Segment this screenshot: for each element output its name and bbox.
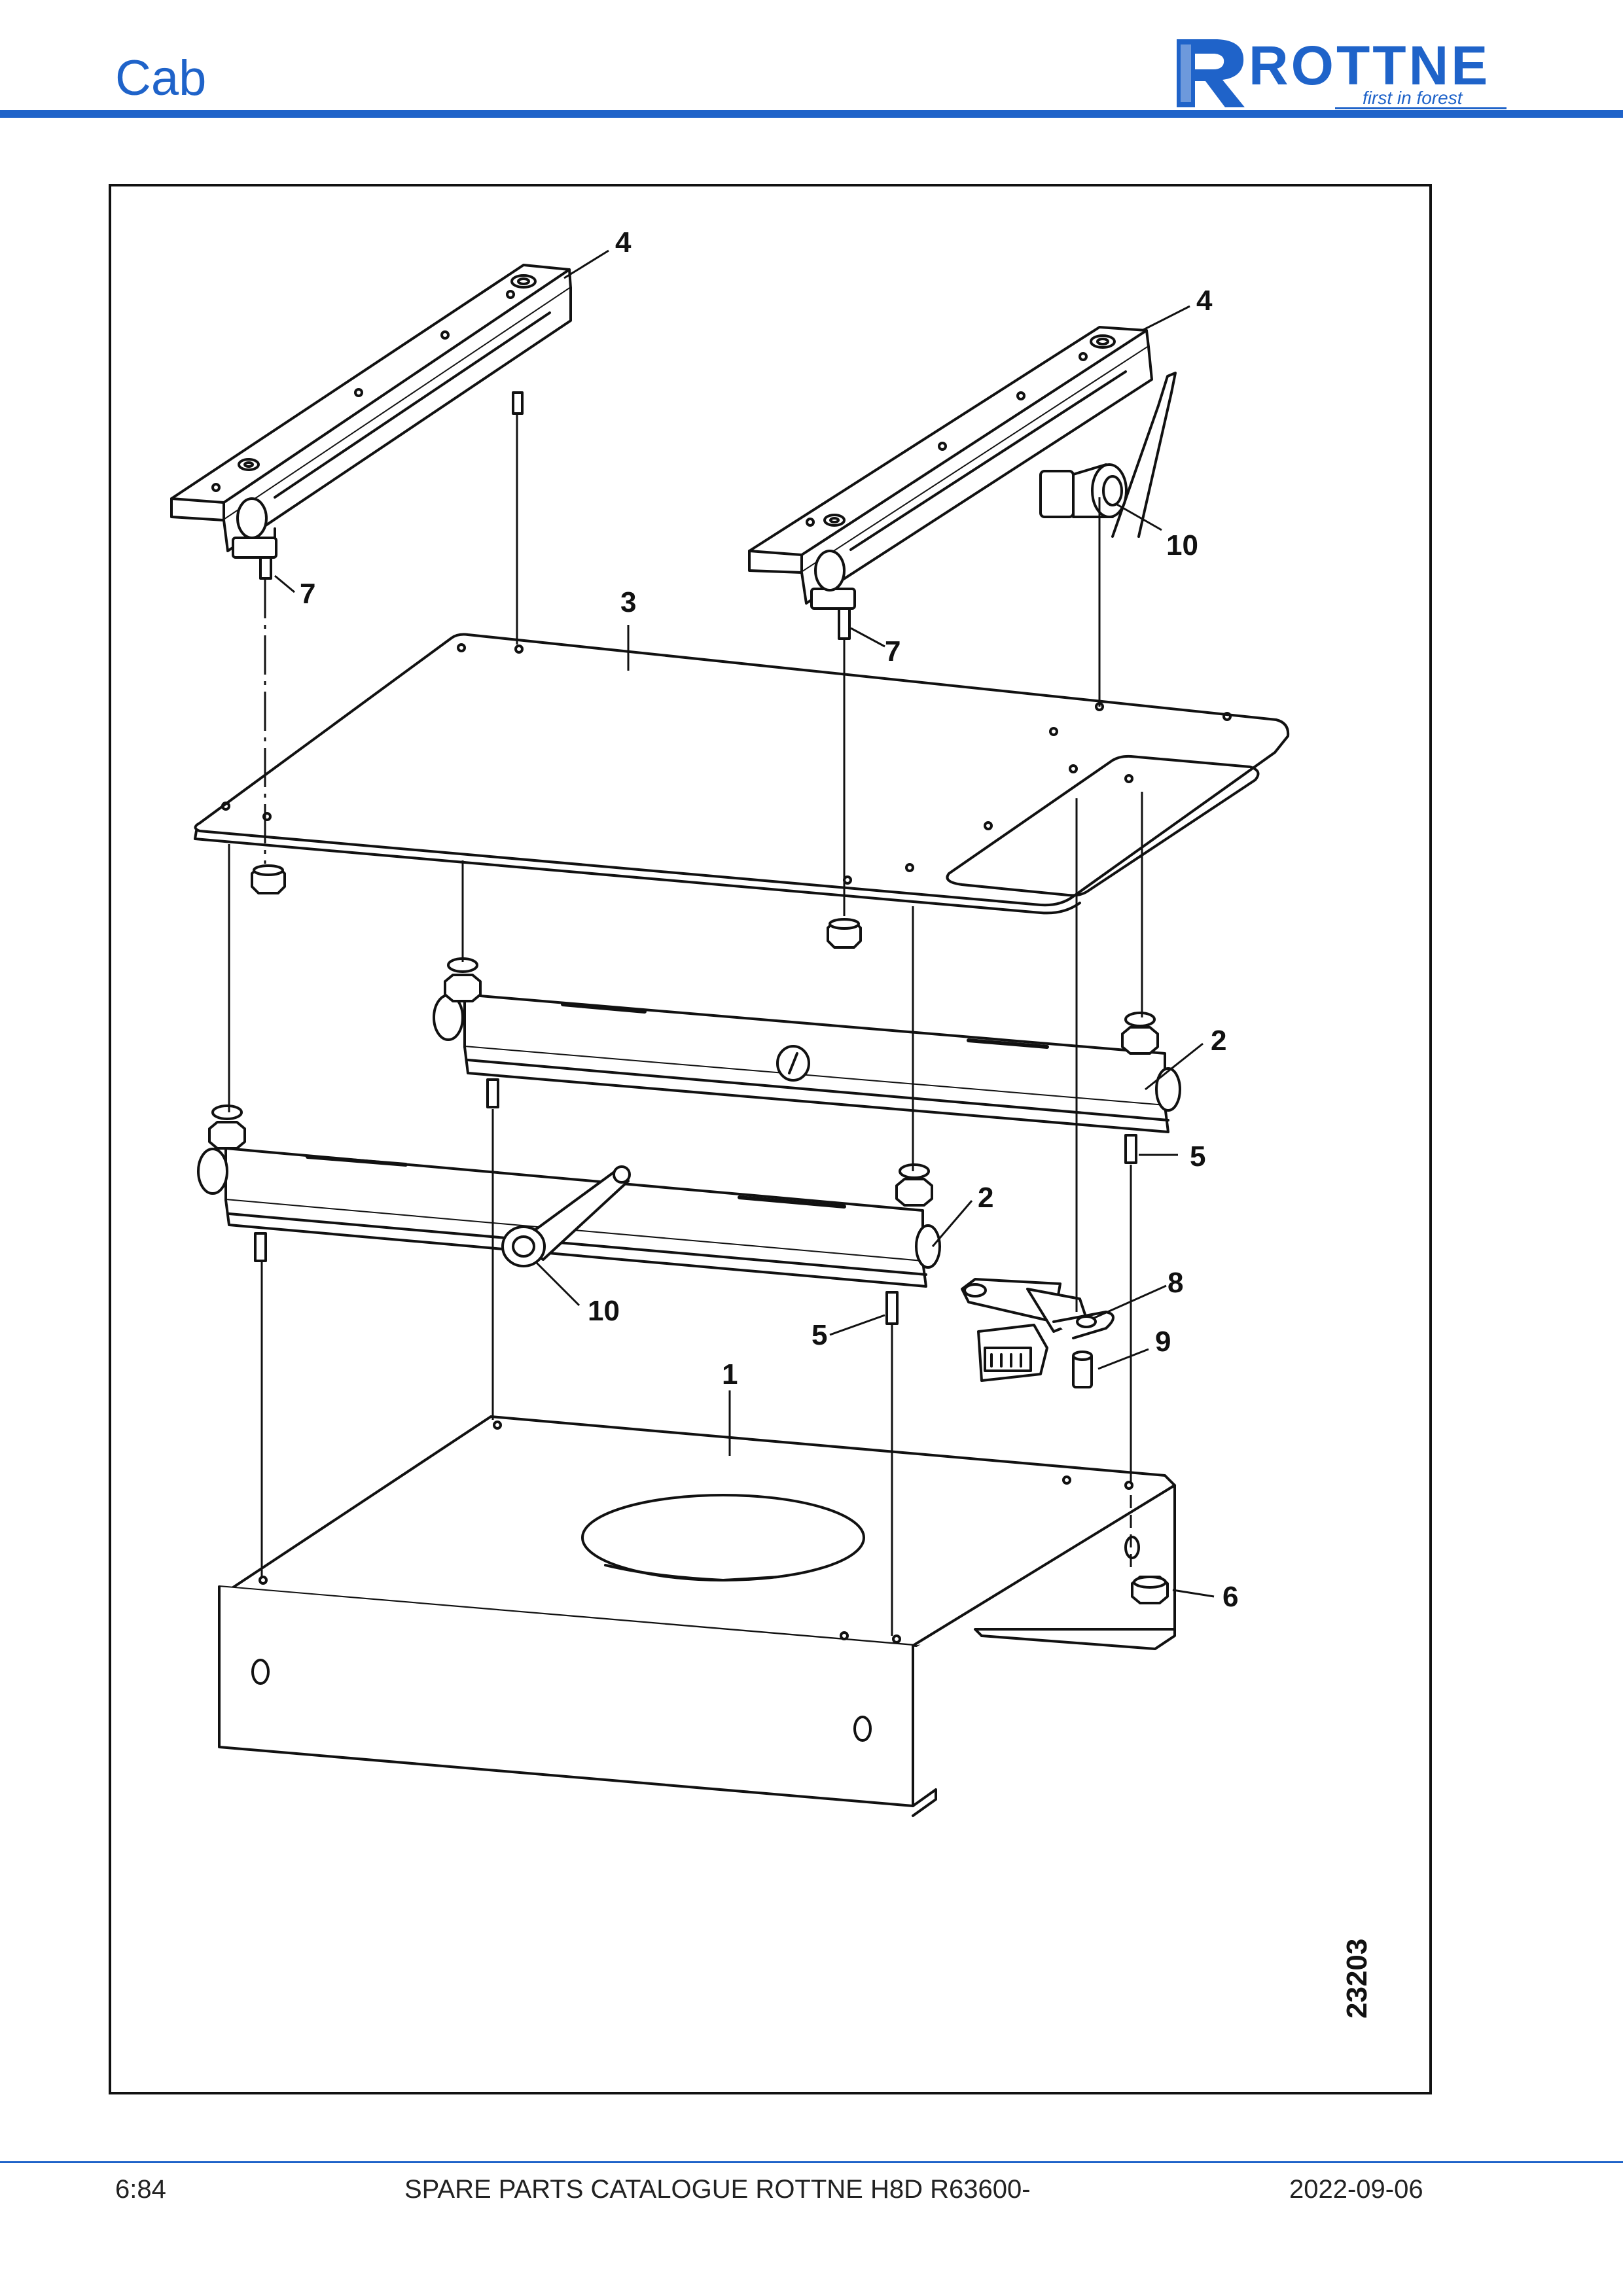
callout-10: 10 [1166,529,1198,561]
callout-2: 2 [978,1182,993,1214]
upper-rail-left [170,264,572,580]
logo-wordmark: ROTTNE [1249,35,1491,96]
page-number: 6:84 [115,2175,166,2204]
callout-leaders [274,249,1215,1598]
callout-9: 9 [1155,1326,1171,1358]
drawing-frame [109,184,1432,2094]
callout-5: 5 [812,1319,827,1351]
rottne-r-emblem-icon [1177,39,1245,107]
exploded-parts-drawing: 4 4 10 7 3 7 2 5 2 8 10 9 5 1 6 23203 [170,226,1373,2019]
callout-1: 1 [722,1358,738,1390]
callout-4: 4 [1196,285,1213,317]
catalogue-title: SPARE PARTS CATALOGUE ROTTNE H8D R63600- [404,2175,1031,2204]
top-plate [194,633,1290,915]
callout-10: 10 [588,1295,620,1327]
logo-tagline-rule [1335,107,1507,109]
footer-rule [0,2161,1623,2163]
sensor-bracket [961,1278,1115,1388]
callout-7: 7 [300,578,315,610]
slide-rail-front [197,1104,941,1325]
callout-2: 2 [1211,1025,1226,1057]
callout-3: 3 [620,586,636,618]
callout-5: 5 [1190,1140,1205,1173]
rottne-logo: ROTTNE first in forest [1171,34,1512,111]
callout-8: 8 [1168,1267,1183,1299]
section-title: Cab [115,50,207,106]
base-frame [218,1415,1176,1817]
slide-rail-rear [433,957,1181,1164]
assembly-lines [228,414,1143,1636]
catalogue-date: 2022-09-06 [1289,2175,1423,2204]
drawing-number: 23203 [1341,1939,1373,2019]
plate-nuts [251,864,862,949]
logo-tagline: first in forest [1363,88,1463,108]
header-rule [0,110,1623,118]
callout-7: 7 [885,635,901,667]
callout-4: 4 [615,226,632,258]
upper-rail-right [748,326,1177,640]
callout-6: 6 [1222,1581,1238,1613]
